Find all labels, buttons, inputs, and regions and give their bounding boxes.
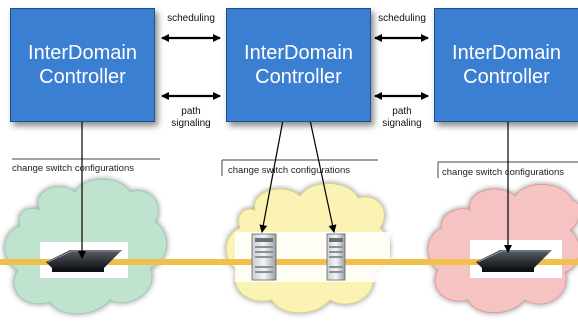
control-arrow-2a	[259, 119, 284, 233]
path-signaling-label-1: path signaling	[160, 106, 222, 130]
controller-title: InterDomain	[28, 42, 137, 64]
config-label-1: change switch configurations	[12, 163, 134, 174]
router-rack-icon	[326, 233, 346, 281]
controller-title: InterDomain	[244, 42, 353, 64]
controller-subtitle: Controller	[463, 66, 550, 88]
control-arrow-2b	[309, 119, 337, 233]
config-label-2: change switch configurations	[228, 165, 350, 176]
controller-subtitle: Controller	[39, 66, 126, 88]
interdomain-controller-3: InterDomain Controller	[434, 8, 578, 122]
router-rack-icon	[251, 233, 277, 281]
path-signaling-label-2: path signaling	[372, 106, 432, 130]
signaling-label: signaling	[171, 118, 211, 129]
interdomain-controller-2: InterDomain Controller	[226, 8, 371, 122]
path-label: path	[181, 106, 201, 117]
scheduling-label-2: scheduling	[378, 13, 426, 24]
controller-title: InterDomain	[452, 42, 561, 64]
path-label: path	[392, 106, 412, 117]
switch-icon	[46, 250, 122, 272]
interdomain-controller-1: InterDomain Controller	[10, 8, 155, 122]
switch-icon	[476, 250, 552, 272]
controller-subtitle: Controller	[255, 66, 342, 88]
config-label-3: change switch configurations	[442, 167, 564, 178]
scheduling-label-1: scheduling	[167, 13, 215, 24]
signaling-label: signaling	[382, 118, 422, 129]
